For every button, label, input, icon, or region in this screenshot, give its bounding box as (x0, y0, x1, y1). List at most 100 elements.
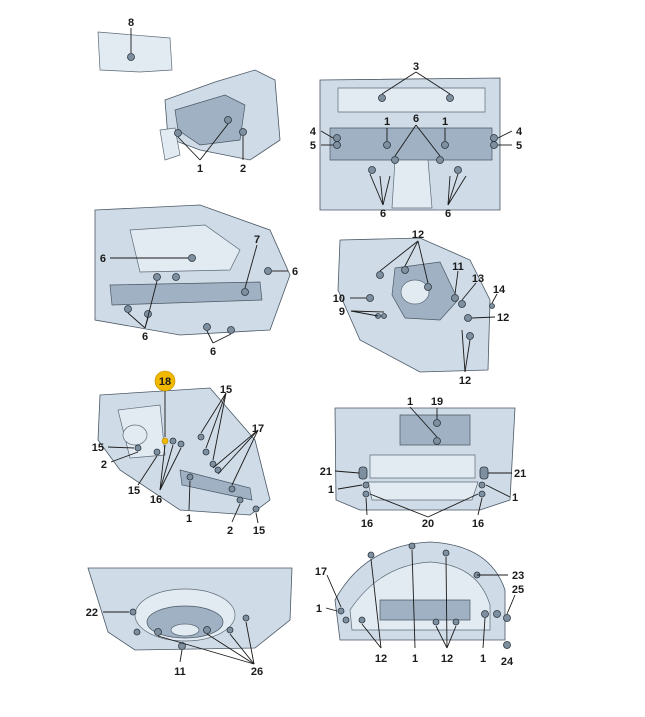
leader-line (411, 549, 416, 649)
grommet (197, 433, 205, 441)
callout-label: 1 (480, 653, 486, 665)
callout-label: 15 (220, 384, 232, 396)
leader-line (350, 310, 385, 313)
grommet (202, 448, 210, 456)
leader-line (179, 649, 183, 663)
grommet (368, 166, 376, 174)
grommet (503, 641, 511, 649)
leader-line (137, 455, 158, 486)
body-shape (391, 159, 433, 209)
leader-line (381, 71, 417, 95)
leader-line (417, 240, 429, 284)
callout-label: 9 (339, 306, 345, 318)
leader-line (464, 339, 471, 373)
grommet (478, 481, 486, 489)
grommet (454, 166, 462, 174)
leader-line (206, 330, 214, 344)
grommet (188, 254, 196, 262)
callout-label: 18 (159, 376, 171, 388)
leader-line (482, 617, 486, 649)
grommet (337, 607, 345, 615)
callout-label: 1 (316, 603, 322, 615)
wheel-well (170, 623, 200, 637)
leader-line (404, 240, 419, 267)
callout-label: 6 (292, 266, 298, 278)
leader-line (231, 429, 259, 486)
leader-line (409, 406, 438, 438)
grommet (227, 326, 235, 334)
body-shape (329, 127, 493, 161)
callout-label: 6 (413, 113, 419, 125)
callout-label: 3 (413, 61, 419, 73)
callout-label: 1 (512, 492, 518, 504)
callout-label: 2 (101, 459, 107, 471)
body-shape (129, 224, 241, 273)
callout-label: 24 (501, 656, 514, 668)
grommet (209, 460, 217, 468)
leader-line (231, 503, 241, 523)
leader-line (447, 173, 459, 206)
leader-line (491, 293, 498, 304)
leader-line (369, 173, 384, 206)
grommet (503, 614, 511, 622)
panel-front-bulkhead: 8 1 2 (97, 17, 281, 175)
callout-label: 26 (251, 666, 263, 678)
grommet (376, 271, 384, 279)
leader-line (326, 574, 342, 608)
callout-label: 21 (320, 466, 332, 478)
callout-label: 23 (512, 570, 524, 582)
grommet (441, 141, 449, 149)
leader-line (199, 123, 229, 161)
leader-line (454, 270, 459, 295)
callout-label: 12 (497, 312, 509, 324)
grommet (478, 490, 486, 498)
leader-line (157, 635, 255, 665)
body-shape (179, 469, 253, 501)
grommet (178, 642, 186, 650)
callout-label: 8 (128, 17, 134, 29)
grommet (479, 466, 489, 480)
callout-label: 12 (375, 653, 387, 665)
leader-line (447, 175, 451, 206)
leader-line (212, 333, 232, 344)
callout-label: 19 (431, 396, 443, 408)
panel-wheel-arch-rear: 12 11 13 14 10 9 12 12 (333, 229, 510, 387)
grommet (242, 614, 250, 622)
callout-label: 12 (412, 229, 424, 241)
leader-line (415, 124, 441, 157)
grommet (432, 618, 440, 626)
body-shape (97, 31, 173, 73)
leader-line (461, 329, 466, 373)
leader-line (415, 71, 451, 95)
leader-line (206, 633, 255, 665)
panel-spare-wheel-well: 22 11 26 (86, 567, 293, 678)
panel-side-sill: 18 15 15 2 15 17 16 1 2 15 (92, 370, 271, 537)
grommet (154, 628, 162, 636)
leader-line (394, 124, 417, 157)
body-shape (159, 127, 181, 161)
grommet (127, 53, 135, 61)
leader-line (447, 175, 467, 206)
grommet (169, 437, 177, 445)
leader-line (212, 392, 227, 461)
grommet (133, 628, 141, 636)
grommet (153, 448, 161, 456)
callout-label: 6 (142, 331, 148, 343)
grommet (490, 141, 498, 149)
callout-label: 16 (150, 494, 162, 506)
leader-line (127, 312, 146, 329)
grommet (241, 288, 249, 296)
callout-label: 7 (254, 234, 260, 246)
leader-line (325, 607, 338, 612)
grommet (333, 141, 341, 149)
grommet (177, 440, 185, 448)
callout-label: 1 (384, 116, 390, 128)
grommet (264, 267, 272, 275)
panel-rear-wheelhouse: 17 1 12 1 12 1 23 25 24 (315, 541, 524, 668)
grommet (442, 549, 450, 557)
callout-label: 12 (459, 375, 471, 387)
callout-label: 14 (493, 284, 506, 296)
panel-underbody-center: 1 19 21 21 1 1 16 20 16 (320, 396, 527, 530)
leader-line (379, 240, 419, 272)
leader-line (337, 484, 363, 490)
